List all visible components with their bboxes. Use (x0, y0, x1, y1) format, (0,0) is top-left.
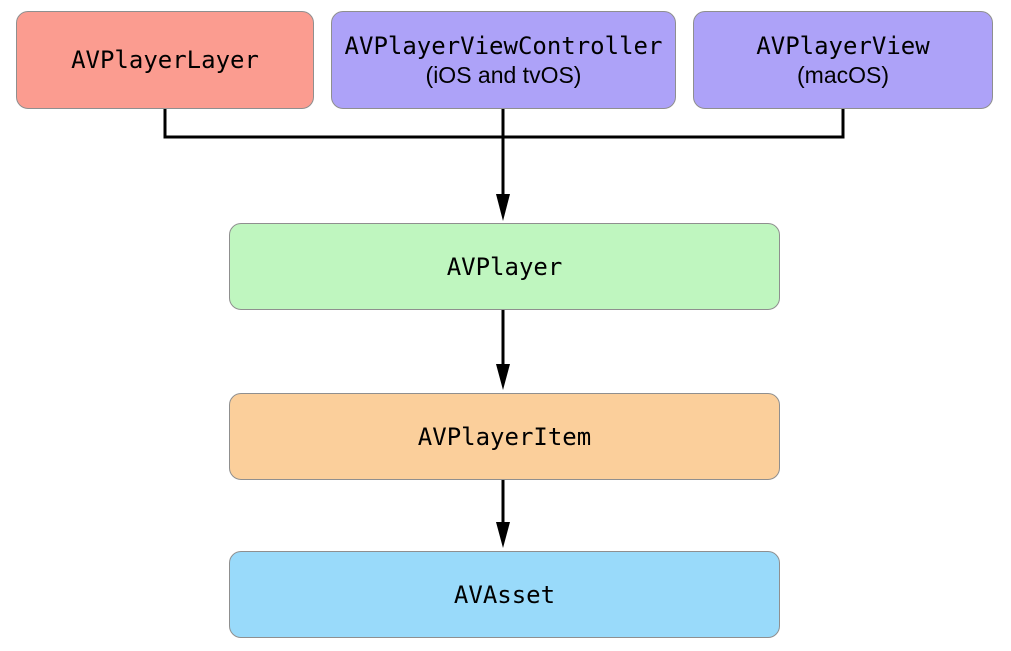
node-avasset: AVAsset (229, 551, 780, 638)
arrow-avplayer-to-avplayeritem (496, 310, 510, 390)
node-label: AVAsset (453, 580, 556, 609)
arrowhead-down-icon (496, 364, 510, 390)
node-label: AVPlayerLayer (71, 46, 259, 74)
node-avplayer: AVPlayer (229, 223, 780, 310)
arrow-top-row-to-avplayer (496, 109, 510, 221)
node-label: AVPlayerView (756, 32, 930, 60)
arrow-avplayeritem-to-avasset (496, 480, 510, 548)
node-label: AVPlayerItem (417, 422, 592, 451)
arrowhead-down-icon (496, 522, 510, 548)
arrowhead-down-icon (496, 194, 510, 221)
node-avplayeritem: AVPlayerItem (229, 393, 780, 480)
node-avplayerviewcontroller: AVPlayerViewController (iOS and tvOS) (331, 11, 676, 109)
node-avplayerlayer: AVPlayerLayer (16, 11, 314, 109)
node-sublabel: (iOS and tvOS) (425, 62, 582, 88)
node-label: AVPlayer (446, 252, 563, 281)
node-sublabel: (macOS) (797, 62, 889, 88)
node-label: AVPlayerViewController (344, 32, 663, 60)
node-avplayerview: AVPlayerView (macOS) (693, 11, 993, 109)
